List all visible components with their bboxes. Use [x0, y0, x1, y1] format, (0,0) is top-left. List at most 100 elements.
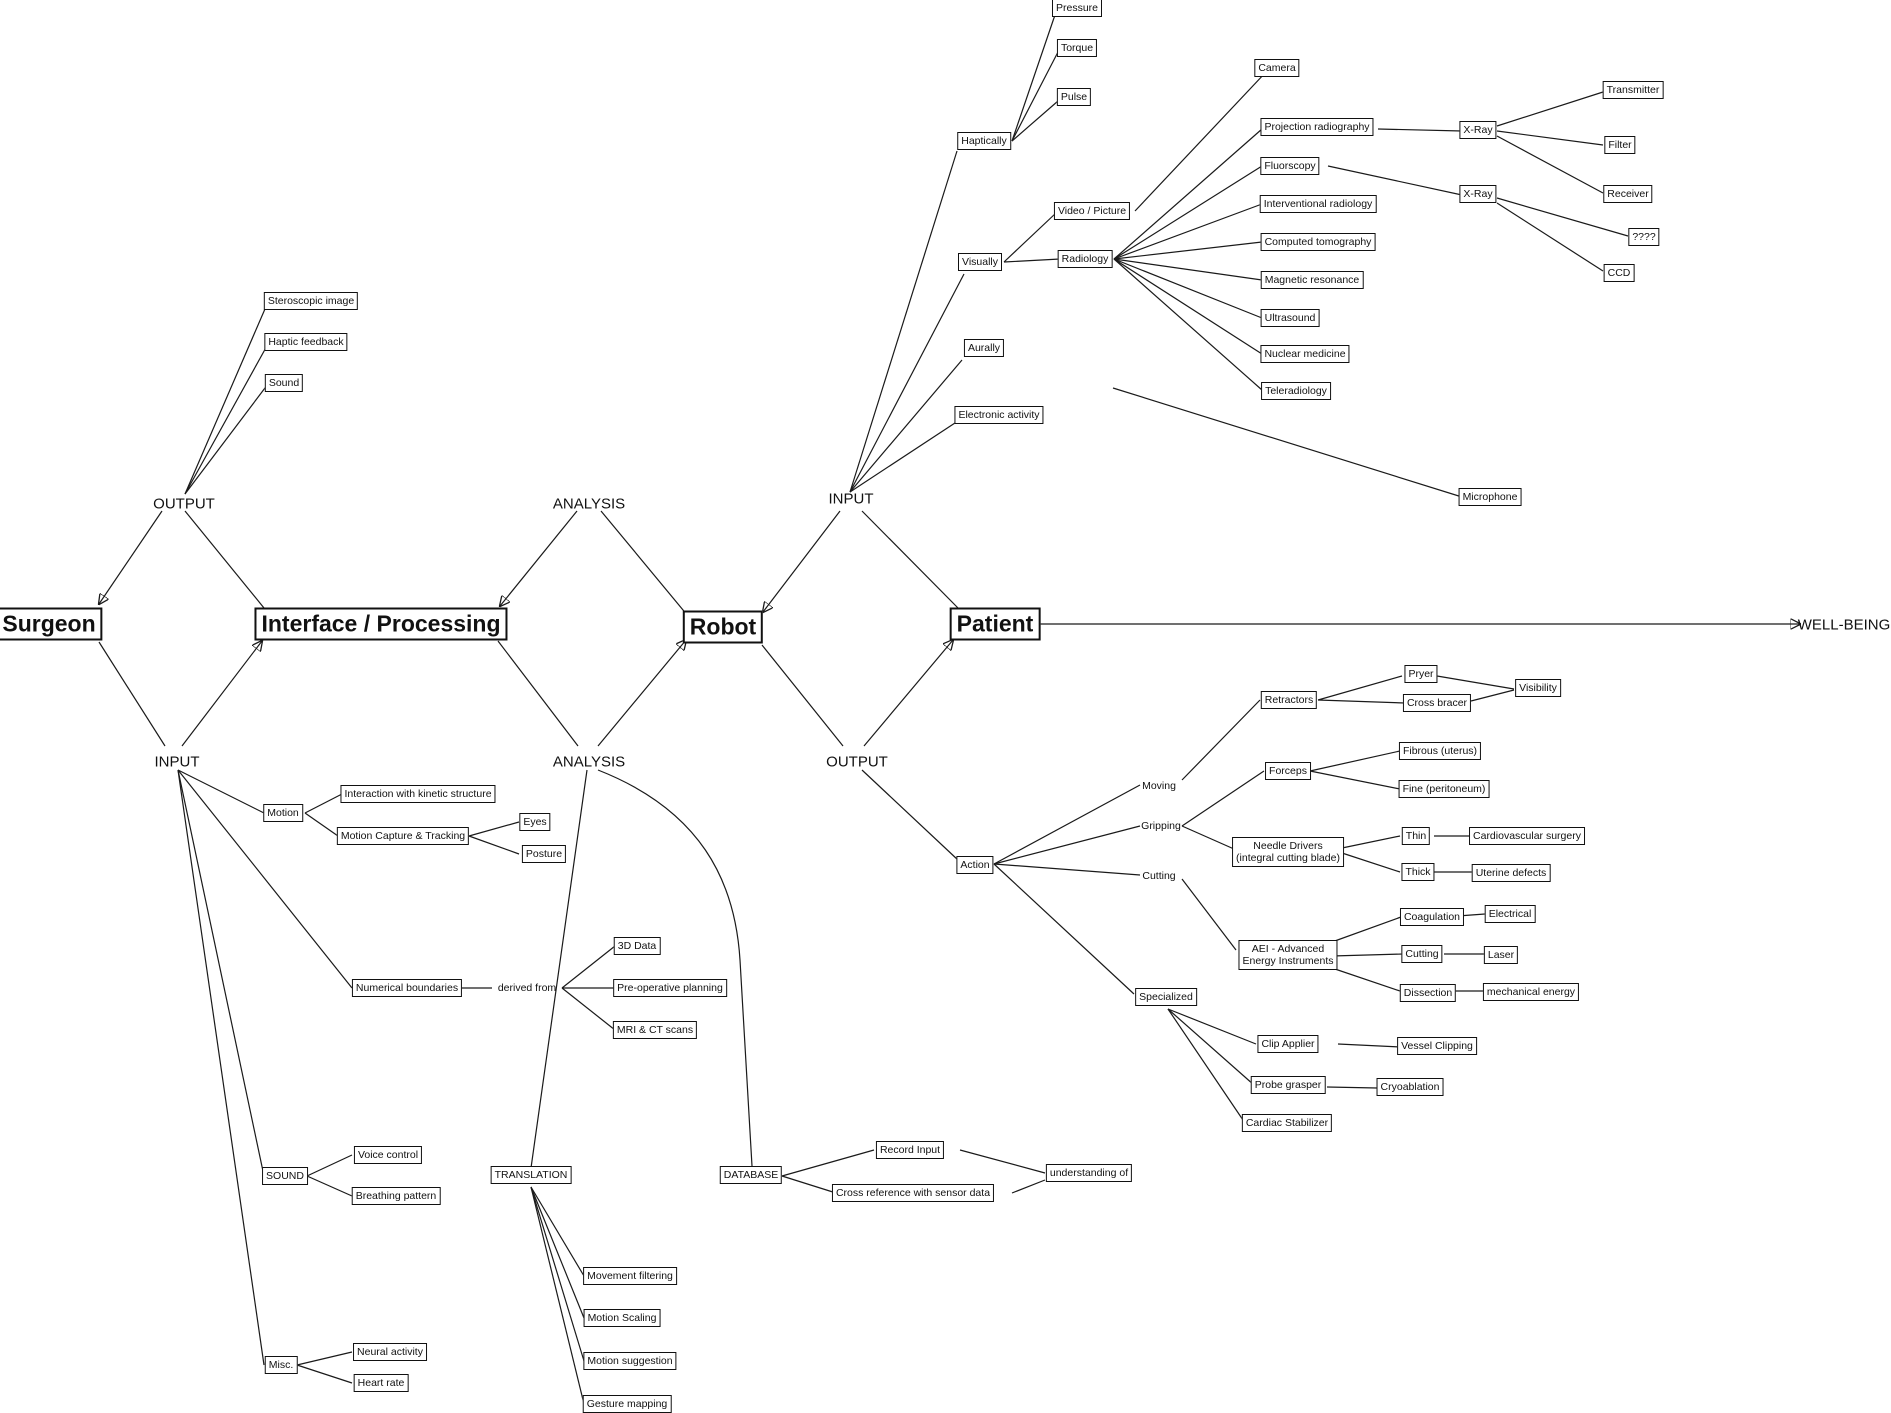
dissection-node: Dissection	[1399, 984, 1457, 1002]
pulse-node: Pulse	[1056, 88, 1092, 106]
neural-activity-node: Neural activity	[353, 1343, 427, 1361]
cutting-label: Cutting	[1142, 870, 1176, 882]
breathing-pattern-node: Breathing pattern	[351, 1187, 441, 1205]
sound-output-node: Sound	[264, 374, 304, 392]
robot-input-label: INPUT	[828, 490, 874, 508]
cardiac-stabilizer-node: Cardiac Stabilizer	[1241, 1114, 1333, 1132]
pryer-node: Pryer	[1404, 665, 1438, 683]
forceps-node: Forceps	[1265, 762, 1311, 780]
patient-node: Patient	[949, 607, 1041, 641]
uterine-defects-node: Uterine defects	[1471, 864, 1551, 882]
ccd-node: CCD	[1603, 264, 1635, 282]
interventional-radiology-node: Interventional radiology	[1259, 195, 1377, 213]
video-picture-node: Video / Picture	[1053, 202, 1131, 220]
electrical-node: Electrical	[1484, 905, 1536, 923]
microphone-node: Microphone	[1458, 488, 1522, 506]
pressure-node: Pressure	[1051, 0, 1103, 17]
needle-drivers-line1: Needle Drivers	[1253, 840, 1323, 852]
computed-tomography-node: Computed tomography	[1260, 233, 1376, 251]
camera-node: Camera	[1254, 59, 1300, 77]
receiver-node: Receiver	[1603, 185, 1653, 203]
motion-capture-node: Motion Capture & Tracking	[336, 827, 470, 845]
clip-applier-node: Clip Applier	[1257, 1035, 1319, 1053]
aei-line2: Energy Instruments	[1242, 955, 1334, 967]
cardiovascular-surgery-node: Cardiovascular surgery	[1469, 827, 1585, 845]
robot-node: Robot	[682, 610, 764, 644]
movement-filtering-node: Movement filtering	[583, 1267, 677, 1285]
3d-data-node: 3D Data	[613, 937, 661, 955]
gripping-label: Gripping	[1141, 820, 1181, 832]
thin-node: Thin	[1401, 827, 1431, 845]
visually-node: Visually	[958, 253, 1002, 271]
specialized-node: Specialized	[1135, 988, 1197, 1006]
gesture-mapping-node: Gesture mapping	[582, 1395, 672, 1413]
aurally-node: Aurally	[963, 339, 1005, 357]
visibility-node: Visibility	[1515, 679, 1561, 697]
action-node: Action	[956, 856, 994, 874]
xray-fluoroscopy-node: X-Ray	[1459, 185, 1497, 203]
teleradiology-node: Teleradiology	[1261, 382, 1331, 400]
understanding-of-node: understanding of	[1045, 1164, 1133, 1182]
filter-node: Filter	[1604, 136, 1636, 154]
derived-from-label: derived from	[497, 982, 557, 994]
pre-operative-planning-node: Pre-operative planning	[613, 979, 727, 997]
xray-projection-node: X-Ray	[1459, 121, 1497, 139]
needle-drivers-node: Needle Drivers (integral cutting blade)	[1232, 837, 1344, 867]
projection-radiography-node: Projection radiography	[1260, 118, 1374, 136]
ultrasound-node: Ultrasound	[1260, 309, 1320, 327]
motion-scaling-node: Motion Scaling	[583, 1309, 661, 1327]
eyes-node: Eyes	[519, 813, 551, 831]
radiology-node: Radiology	[1057, 250, 1113, 268]
motion-node: Motion	[263, 804, 303, 822]
torque-node: Torque	[1056, 39, 1098, 57]
fine-peritoneum-node: Fine (peritoneum)	[1398, 780, 1490, 798]
aei-node: AEI - Advanced Energy Instruments	[1238, 940, 1338, 970]
fluoroscopy-node: Fluorscopy	[1260, 157, 1320, 175]
magnetic-resonance-node: Magnetic resonance	[1260, 271, 1364, 289]
needle-drivers-line2: (integral cutting blade)	[1236, 852, 1340, 864]
cross-reference-node: Cross reference with sensor data	[831, 1184, 995, 1202]
translation-node: TRANSLATION	[490, 1166, 572, 1184]
stereoscopic-image-node: Steroscopic image	[263, 292, 359, 310]
cryoablation-node: Cryoablation	[1376, 1078, 1444, 1096]
haptically-node: Haptically	[957, 132, 1011, 150]
motion-suggestion-node: Motion suggestion	[583, 1352, 677, 1370]
surgeon-input-label: INPUT	[154, 753, 200, 771]
surgeon-output-label: OUTPUT	[153, 495, 215, 513]
database-node: DATABASE	[719, 1166, 783, 1184]
record-input-node: Record Input	[875, 1141, 945, 1159]
posture-node: Posture	[521, 845, 567, 863]
laser-node: Laser	[1483, 946, 1519, 964]
thick-node: Thick	[1401, 863, 1435, 881]
mechanical-energy-node: mechanical energy	[1482, 983, 1580, 1001]
retractors-node: Retractors	[1260, 691, 1318, 709]
misc-node: Misc.	[264, 1356, 298, 1374]
coagulation-node: Coagulation	[1399, 908, 1465, 926]
robot-output-label: OUTPUT	[826, 753, 888, 771]
aei-line1: AEI - Advanced	[1251, 943, 1325, 955]
sound-input-node: SOUND	[262, 1167, 308, 1185]
numerical-boundaries-node: Numerical boundaries	[351, 979, 463, 997]
vessel-clipping-node: Vessel Clipping	[1397, 1037, 1477, 1055]
probe-grasper-node: Probe grasper	[1250, 1076, 1326, 1094]
kinetic-structure-node: Interaction with kinetic structure	[340, 785, 496, 803]
transmitter-node: Transmitter	[1602, 81, 1664, 99]
nuclear-medicine-node: Nuclear medicine	[1260, 345, 1350, 363]
mri-ct-scans-node: MRI & CT scans	[612, 1021, 698, 1039]
interface-processing-node: Interface / Processing	[254, 607, 508, 641]
haptic-feedback-node: Haptic feedback	[264, 333, 348, 351]
fibrous-uterus-node: Fibrous (uterus)	[1398, 742, 1482, 760]
moving-label: Moving	[1142, 780, 1176, 792]
voice-control-node: Voice control	[353, 1146, 423, 1164]
well-being-label: WELL-BEING	[1797, 616, 1891, 634]
analysis-bottom-label: ANALYSIS	[552, 753, 626, 771]
surgeon-node: Surgeon	[0, 607, 103, 641]
cutting-box-node: Cutting	[1401, 945, 1443, 963]
unknown-node: ????	[1628, 228, 1660, 246]
cross-bracer-node: Cross bracer	[1402, 694, 1472, 712]
heart-rate-node: Heart rate	[353, 1374, 409, 1392]
analysis-top-label: ANALYSIS	[552, 495, 626, 513]
electronic-activity-node: Electronic activity	[954, 406, 1044, 424]
